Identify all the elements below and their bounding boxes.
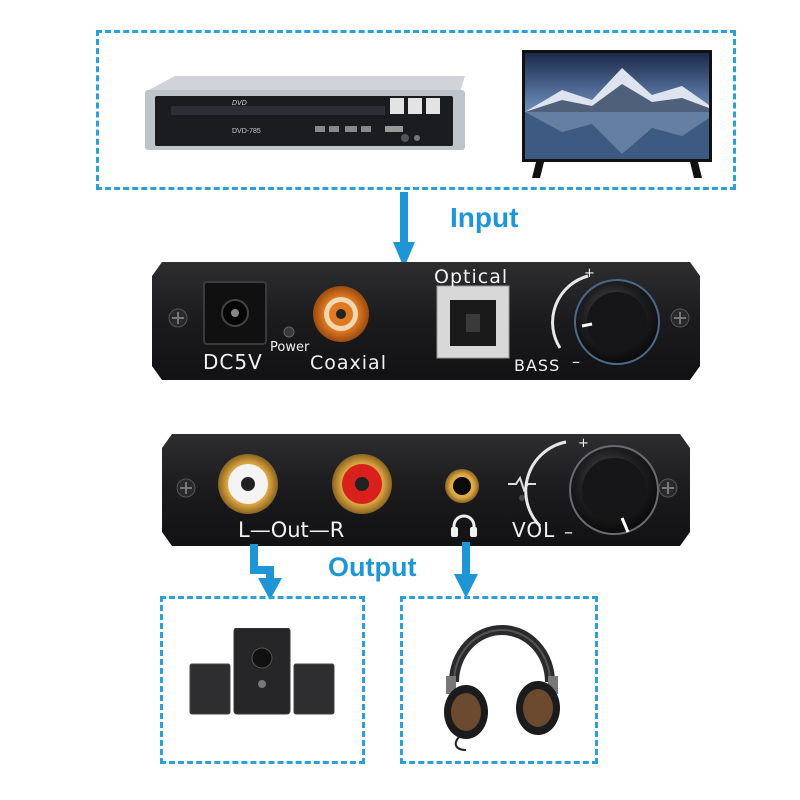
input-sources-box bbox=[96, 30, 736, 190]
input-label: Input bbox=[450, 202, 519, 233]
speakers-box bbox=[160, 596, 365, 764]
vol-plus-label: + bbox=[578, 436, 590, 451]
tv-image bbox=[522, 50, 712, 180]
output-arrow-speakers bbox=[240, 544, 290, 604]
input-arrow bbox=[393, 192, 415, 270]
output-label: Output bbox=[328, 552, 417, 582]
output-arrow-headphones bbox=[454, 542, 478, 600]
optical-label: Optical bbox=[434, 266, 509, 288]
bass-label: BASS bbox=[514, 356, 561, 375]
dvd-front-label: DVD bbox=[232, 100, 247, 107]
input-panel bbox=[152, 262, 700, 380]
headphones-image bbox=[432, 604, 572, 754]
vol-label: VOL bbox=[512, 518, 556, 542]
speakers-image bbox=[188, 628, 338, 718]
headphones-box bbox=[400, 596, 598, 764]
coaxial-label: Coaxial bbox=[310, 352, 387, 374]
bass-minus-label: – bbox=[572, 352, 581, 371]
dvd-model-label: DVD-785 bbox=[232, 128, 261, 135]
dvd-player-image bbox=[135, 70, 470, 155]
out-label: L—Out—R bbox=[238, 518, 345, 542]
headphone-icon bbox=[450, 514, 478, 538]
bass-plus-label: + bbox=[584, 266, 596, 281]
power-label: Power bbox=[270, 340, 310, 355]
dc5v-label: DC5V bbox=[203, 350, 263, 374]
output-panel bbox=[162, 434, 690, 546]
vol-minus-label: – bbox=[564, 522, 574, 543]
